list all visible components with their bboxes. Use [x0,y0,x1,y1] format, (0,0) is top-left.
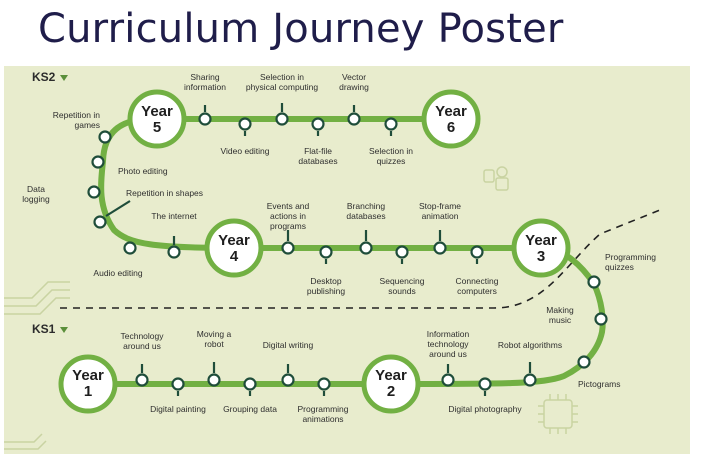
year-4: Year 4 [218,232,250,265]
ks1-triangle-icon [60,326,69,333]
topic-events-actions: Events and actions in programs [266,201,310,231]
topic-grouping-data: Grouping data [223,404,277,414]
topic-flat-file: Flat-file databases [298,146,338,166]
journey-path [87,116,606,387]
journey-path-graphic [4,89,661,450]
topic-branching-db: Branching databases [346,201,386,221]
year-6: Year 6 [435,103,467,136]
topic-pictograms: Pictograms [578,379,621,389]
topic-sequencing-sounds: Sequencing sounds [379,276,425,296]
topic-photo-editing: Photo editing [118,166,168,176]
marker-stems [105,103,532,396]
ks1-label: KS1 [32,322,69,336]
year-2: Year 2 [375,367,407,400]
topic-moving-robot: Moving a robot [196,329,232,349]
topic-markers [87,112,608,391]
topic-programming-quizzes: Programming quizzes [605,252,657,272]
topic-programming-animations: Programming animations [297,404,349,424]
topic-audio-editing: Audio editing [93,268,143,278]
page-title: Curriculum Journey Poster [38,6,564,52]
year-circles [58,89,571,414]
topic-video-editing: Video editing [220,146,270,156]
ks2-triangle-icon [60,74,69,81]
topic-desktop-publishing: Desktop publishing [306,276,346,296]
topic-selection-quizzes: Selection in quizzes [369,146,413,166]
topic-making-music: Making music [546,305,574,325]
topic-connecting-computers: Connecting computers [455,276,499,296]
year-3: Year 3 [525,232,557,265]
topic-stop-frame: Stop-frame animation [418,201,462,221]
topic-repetition-shapes: Repetition in shapes [126,188,204,198]
topic-info-tech: Information technology around us [426,329,470,359]
topic-digital-photography: Digital photography [448,404,522,414]
circuit-decoration [4,166,578,450]
topic-data-logging: Data logging [22,184,50,204]
year-1: Year 1 [72,367,104,400]
topic-digital-writing: Digital writing [262,340,314,350]
poster: KS2 KS1 Year 5 Year 6 Year 4 Year 3 Year… [4,66,690,454]
topic-sharing-information: Sharing information [183,72,227,92]
key-stage-divider [60,209,661,309]
year-5: Year 5 [141,103,173,136]
topic-selection-physical: Selection in physical computing [245,72,319,92]
topic-vector-drawing: Vector drawing [339,72,369,92]
ks2-label: KS2 [32,70,69,84]
topic-technology-around: Technology around us [120,331,164,351]
topic-repetition-games: Repetition in games [52,110,100,130]
topic-internet: The internet [151,211,197,221]
topic-digital-painting: Digital painting [150,404,206,414]
topic-robot-algorithms: Robot algorithms [497,340,563,350]
